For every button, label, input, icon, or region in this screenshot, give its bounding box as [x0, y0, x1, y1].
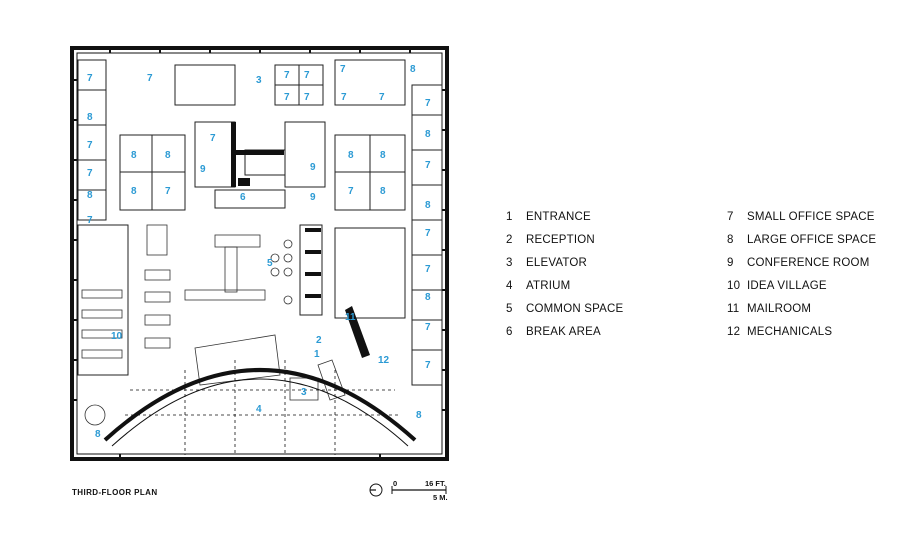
- legend-number: 11: [727, 302, 740, 315]
- room-number: 7: [425, 264, 431, 275]
- legend-number: 3: [506, 256, 513, 269]
- room-number: 9: [200, 164, 206, 175]
- room-number: 9: [310, 192, 316, 203]
- room-number: 12: [378, 355, 390, 366]
- room-number: 8: [425, 129, 431, 140]
- legend-label: RECEPTION: [526, 233, 595, 246]
- legend-label: LARGE OFFICE SPACE: [747, 233, 877, 246]
- legend-number: 10: [727, 279, 741, 292]
- common-space-furniture: [81, 224, 346, 426]
- legend-label: ENTRANCE: [526, 210, 591, 223]
- room-number: 8: [425, 292, 431, 303]
- legend-label: BREAK AREA: [526, 325, 601, 338]
- legend-number: 2: [506, 233, 513, 246]
- scale-start: 0: [393, 479, 397, 488]
- interior-walls: [77, 59, 443, 386]
- room-number: 3: [301, 387, 307, 398]
- legend-item: 3 ELEVATOR: [506, 251, 623, 274]
- legend-label: CONFERENCE ROOM: [747, 256, 870, 269]
- legend-item: 6 BREAK AREA: [506, 320, 623, 343]
- room-number: 8: [380, 150, 386, 161]
- room-number: 7: [341, 92, 347, 103]
- legend-label: MAILROOM: [747, 302, 812, 315]
- room-number: 8: [348, 150, 354, 161]
- legend-item: 5 COMMON SPACE: [506, 297, 623, 320]
- room-number: 8: [380, 186, 386, 197]
- room-number: 7: [87, 168, 93, 179]
- legend-label: MECHANICALS: [747, 325, 833, 338]
- legend-number: 12: [727, 325, 741, 338]
- atrium-curve: [103, 360, 417, 455]
- legend-label: SMALL OFFICE SPACE: [747, 210, 875, 223]
- legend-item: 8 LARGE OFFICE SPACE: [727, 228, 876, 251]
- room-number: 6: [240, 192, 246, 203]
- room-numbers: 7 7 3 7 7 7 7 8 7 8 7 7 7 7 7 8 8 8 9 9 …: [87, 64, 431, 440]
- legend-label: COMMON SPACE: [526, 302, 624, 315]
- scale-bar: 0 16 FT. 5 M.: [369, 479, 448, 502]
- room-number: 1: [314, 349, 320, 360]
- room-number: 8: [95, 429, 101, 440]
- legend-item: 7 SMALL OFFICE SPACE: [727, 205, 876, 228]
- window-mullions: [72, 48, 447, 459]
- room-number: 8: [87, 190, 93, 201]
- room-number: 8: [425, 200, 431, 211]
- room-number: 7: [425, 360, 431, 371]
- room-number: 7: [425, 228, 431, 239]
- room-number: 7: [425, 322, 431, 333]
- room-number: 8: [165, 150, 171, 161]
- room-number: 8: [131, 186, 137, 197]
- room-number: 7: [304, 70, 310, 81]
- scale-end-ft: 16 FT.: [425, 479, 446, 488]
- scale-end-m: 5 M.: [433, 493, 448, 502]
- legend-label: IDEA VILLAGE: [747, 279, 827, 292]
- legend-number: 7: [727, 210, 734, 223]
- room-number: 7: [87, 73, 93, 84]
- legend-number: 5: [506, 302, 513, 315]
- legend-item: 11 MAILROOM: [727, 297, 876, 320]
- room-number: 7: [348, 186, 354, 197]
- room-number: 10: [111, 331, 123, 342]
- legend-item: 10 IDEA VILLAGE: [727, 274, 876, 297]
- room-number: 8: [87, 112, 93, 123]
- room-number: 8: [416, 410, 422, 421]
- room-number: 7: [379, 92, 385, 103]
- room-number: 7: [165, 186, 171, 197]
- legend-number: 1: [506, 210, 513, 223]
- room-number: 7: [210, 133, 216, 144]
- room-number: 9: [310, 162, 316, 173]
- structural-walls: [231, 122, 370, 358]
- room-number: 7: [425, 98, 431, 109]
- plan-caption: THIRD-FLOOR PLAN: [72, 488, 158, 497]
- legend-label: ATRIUM: [526, 279, 571, 292]
- room-number: 7: [340, 64, 346, 75]
- legend-number: 4: [506, 279, 513, 292]
- legend-column-left: 1 ENTRANCE 2 RECEPTION 3 ELEVATOR 4 ATRIUM 5…: [506, 205, 623, 343]
- legend-item: 1 ENTRANCE: [506, 205, 623, 228]
- legend-item: 9 CONFERENCE ROOM: [727, 251, 876, 274]
- legend-item: 12 MECHANICALS: [727, 320, 876, 343]
- room-number: 8: [410, 64, 416, 75]
- room-number: 4: [256, 404, 262, 415]
- legend-item: 4 ATRIUM: [506, 274, 623, 297]
- room-number: 11: [345, 312, 356, 323]
- room-number: 7: [425, 160, 431, 171]
- room-number: 7: [284, 70, 290, 81]
- room-number: 8: [131, 150, 137, 161]
- legend-item: 2 RECEPTION: [506, 228, 623, 251]
- room-number: 7: [304, 92, 310, 103]
- room-number: 7: [87, 215, 93, 226]
- room-number: 7: [284, 92, 290, 103]
- legend-number: 9: [727, 256, 734, 269]
- room-number: 7: [87, 140, 93, 151]
- legend-number: 6: [506, 325, 513, 338]
- legend-label: ELEVATOR: [526, 256, 588, 269]
- legend-number: 8: [727, 233, 734, 246]
- room-number: 2: [316, 335, 322, 346]
- room-number: 3: [256, 75, 262, 86]
- room-number: 7: [147, 73, 153, 84]
- room-number: 5: [267, 258, 273, 269]
